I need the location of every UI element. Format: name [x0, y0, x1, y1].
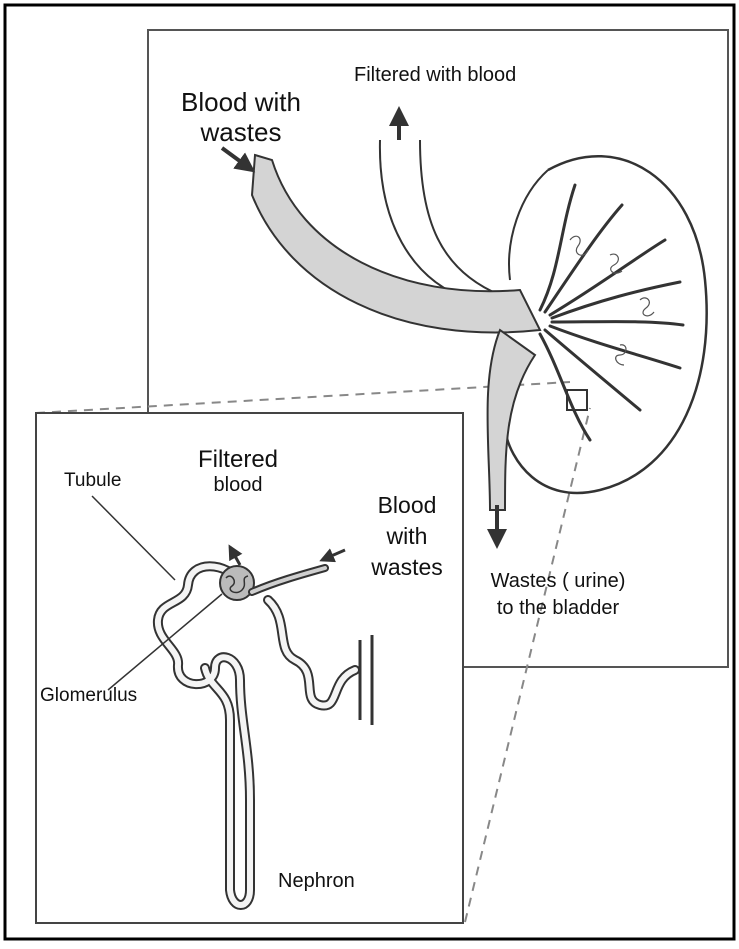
filtered-blood-label-line1: Filtered	[178, 446, 298, 474]
wastes-urine-label: Wastes ( urine) to the bladder	[478, 570, 638, 620]
nephron-label: Nephron	[278, 870, 355, 893]
nephron-blood-label-line1: Blood	[352, 490, 462, 521]
blood-with-wastes-label: Blood with wastes	[166, 88, 316, 148]
nephron-blood-label-line3: wastes	[352, 552, 462, 583]
nephron-blood-label-line2: with	[352, 521, 462, 552]
glomerulus-label: Glomerulus	[40, 685, 137, 707]
tubule-label: Tubule	[64, 470, 121, 492]
filtered-blood-label-line2: blood	[178, 474, 298, 497]
nephron-blood-with-wastes-label: Blood with wastes	[352, 490, 462, 583]
filtered-with-blood-label: Filtered with blood	[354, 64, 516, 87]
filtered-blood-label: Filtered blood	[178, 446, 298, 497]
blood-with-wastes-label-line2: wastes	[166, 118, 316, 148]
glomerulus	[220, 566, 254, 600]
blood-with-wastes-label-line1: Blood with	[166, 88, 316, 118]
wastes-urine-label-line2: to the bladder	[478, 597, 638, 620]
wastes-urine-label-line1: Wastes ( urine)	[478, 570, 638, 593]
